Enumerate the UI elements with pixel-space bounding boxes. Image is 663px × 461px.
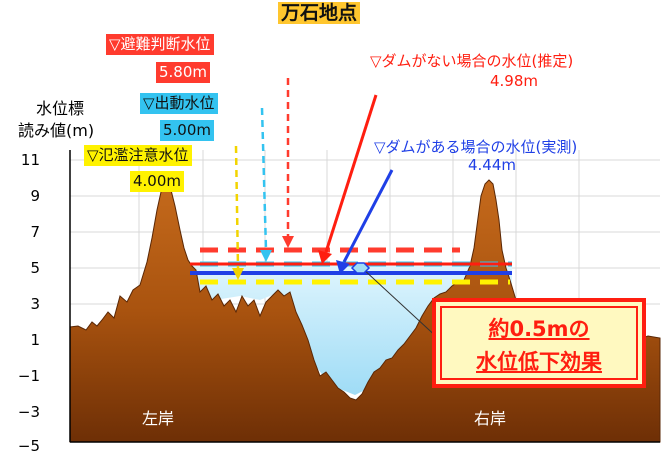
dispatch-level-name: ▽出動水位	[140, 93, 218, 114]
y-tick-label: 5	[30, 259, 40, 277]
y-tick-label: −3	[17, 403, 40, 421]
y-tick-label: −5	[17, 437, 40, 455]
without-dam-level-name: ▽ダムがない場合の水位(推定)	[370, 52, 574, 70]
dispatch-level-value: 5.00m	[160, 120, 215, 141]
y-tick-label: −1	[17, 367, 40, 385]
y-axis-label-line1: 水位標	[36, 99, 85, 118]
flood-warning-level-value: 4.00m	[130, 171, 185, 192]
y-tick-label: 11	[20, 151, 40, 169]
right-bank-label: 右岸	[474, 409, 507, 428]
river-water	[186, 264, 512, 395]
y-tick-label: 1	[30, 331, 40, 349]
effect-line1: 約0.5mの	[488, 317, 590, 341]
leader-arrows	[232, 78, 441, 341]
y-tick-label: 3	[30, 295, 40, 313]
effect-callout-box: 約0.5mの 水位低下効果	[432, 298, 646, 388]
y-tick-label: 7	[30, 223, 40, 241]
effect-line2: 水位低下効果	[476, 350, 602, 374]
y-tick-label: 9	[30, 187, 40, 205]
y-axis-label-line2: 読み値(m)	[18, 121, 95, 140]
evacuation-level-name: ▽避難判断水位	[106, 34, 214, 55]
left-bank-label: 左岸	[142, 409, 175, 428]
without-dam-level-value: 4.98m	[490, 72, 539, 90]
with-dam-level-name: ▽ダムがある場合の水位(実測)	[374, 138, 578, 156]
evacuation-level-value: 5.80m	[156, 62, 211, 83]
chart-title: 万石地点	[278, 2, 361, 24]
level-marker-icon	[350, 262, 371, 274]
flood-warning-level-name: ▽氾濫注意水位	[84, 145, 192, 166]
with-dam-level-value: 4.44m	[468, 156, 517, 174]
effect-callout-inner-border	[440, 306, 638, 380]
